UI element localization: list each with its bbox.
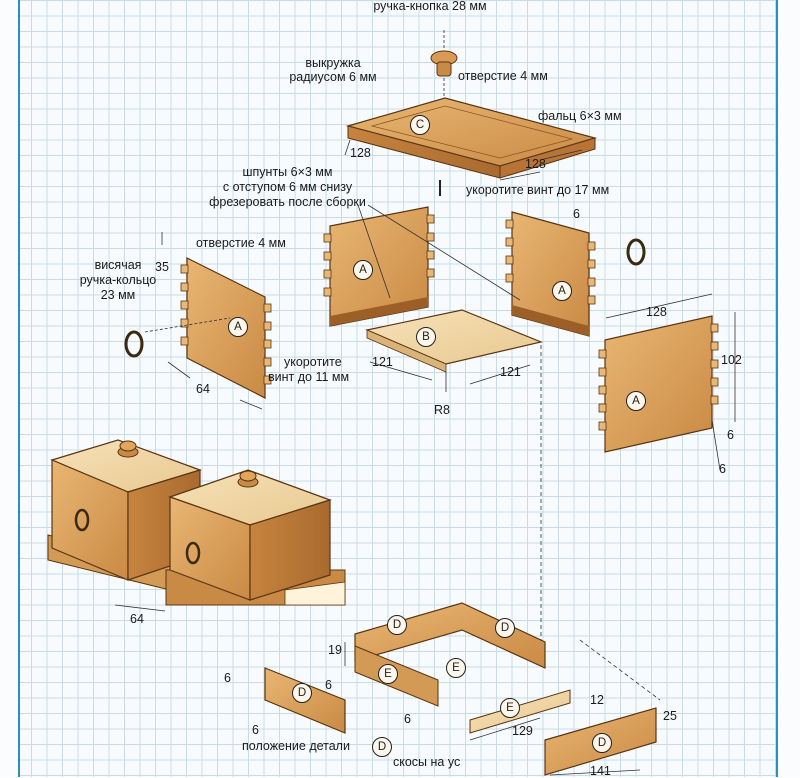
dim-back-gap: 6	[573, 207, 580, 221]
knob-label: ручка-кнопка 28 мм	[373, 0, 487, 13]
grooves-label-line2: с отступом 6 мм снизу	[222, 180, 353, 194]
part-tag-base-right: D	[495, 618, 515, 638]
lid-drawing	[344, 97, 598, 196]
dim-side-top: 35	[155, 260, 169, 274]
cove-label-line2: радиусом 6 мм	[289, 70, 377, 84]
dim-base-d-h: 6	[325, 678, 332, 692]
side-panel-back-right-drawing	[357, 204, 646, 337]
miters-label: скосы на ус	[393, 755, 461, 769]
dim-front-offset2: 6	[719, 462, 726, 476]
corner-radius-label: R8	[434, 403, 450, 417]
shorten-screw-17-label: укоротите винт до 17 мм	[466, 183, 610, 197]
part-tag-base-left: D	[387, 615, 407, 635]
part-tag-strip-front: E	[446, 658, 466, 678]
frame-right-border	[776, 0, 800, 777]
dim-box-depth: 64	[130, 612, 144, 626]
frame-left-border	[0, 0, 20, 777]
shorten-screw-11-label-line2: винт до 11 мм	[268, 370, 350, 384]
assembled-boxes-drawing	[47, 439, 346, 612]
ring-handle-label-line3: 23 мм	[100, 288, 136, 302]
dim-front-height: 102	[721, 353, 742, 367]
dim-lid-right: 128	[525, 157, 546, 171]
ring-handle-label-line2: ручка-кольцо	[79, 273, 157, 287]
dim-side-width: 64	[196, 382, 210, 396]
side-hole-label: отверстие 4 мм	[196, 236, 286, 250]
part-position-label: положение детали	[242, 739, 350, 753]
part-tag-base-detail: D	[292, 683, 312, 703]
shorten-screw-11-label-line1: укоротите	[284, 355, 342, 369]
side-panel-left-drawing	[124, 232, 272, 410]
dim-base-d-len: 6	[252, 723, 259, 737]
dim-strip-e-h: 12	[590, 693, 604, 707]
part-tag-bottom: B	[416, 327, 436, 347]
part-tag-side-back-right: A	[552, 281, 572, 301]
dim-front-offset1: 6	[727, 428, 734, 442]
dim-strip-e-len: 129	[512, 724, 533, 738]
dim-front-width: 128	[646, 305, 667, 319]
part-tag-rail: D	[592, 733, 612, 753]
lid-hole-label: отверстие 4 мм	[458, 69, 548, 83]
dim-bottom-left: 121	[372, 355, 393, 369]
bottom-panel-drawing	[365, 309, 543, 640]
part-tag-lid: C	[410, 115, 430, 135]
part-tag-strip-loose: E	[500, 698, 520, 718]
dim-rail-len: 141	[590, 764, 611, 778]
part-tag-strip-left: E	[378, 664, 398, 684]
dim-bottom-right: 121	[500, 365, 521, 379]
dim-base-d-w: 6	[224, 671, 231, 685]
dim-lid-left: 128	[350, 146, 371, 160]
dim-rail-h: 25	[663, 709, 677, 723]
grooves-label-line3: фрезеровать после сборки	[209, 195, 366, 209]
ring-handle-label-line1: висячая	[94, 258, 142, 272]
part-tag-position-legend: D	[372, 737, 392, 757]
part-tag-side-left: A	[228, 317, 248, 337]
dim-strip-e-t: 6	[404, 712, 411, 726]
part-tag-side-back-left: A	[353, 260, 373, 280]
part-tag-front: A	[626, 391, 646, 411]
knob-drawing	[430, 30, 458, 118]
cove-label-line1: выкружка	[305, 56, 361, 70]
grooves-label-line1: шпунты 6×3 мм	[242, 165, 333, 179]
dim-base-height: 19	[328, 643, 342, 657]
rabbet-label: фальц 6×3 мм	[538, 109, 622, 123]
front-panel-drawing	[598, 293, 736, 471]
